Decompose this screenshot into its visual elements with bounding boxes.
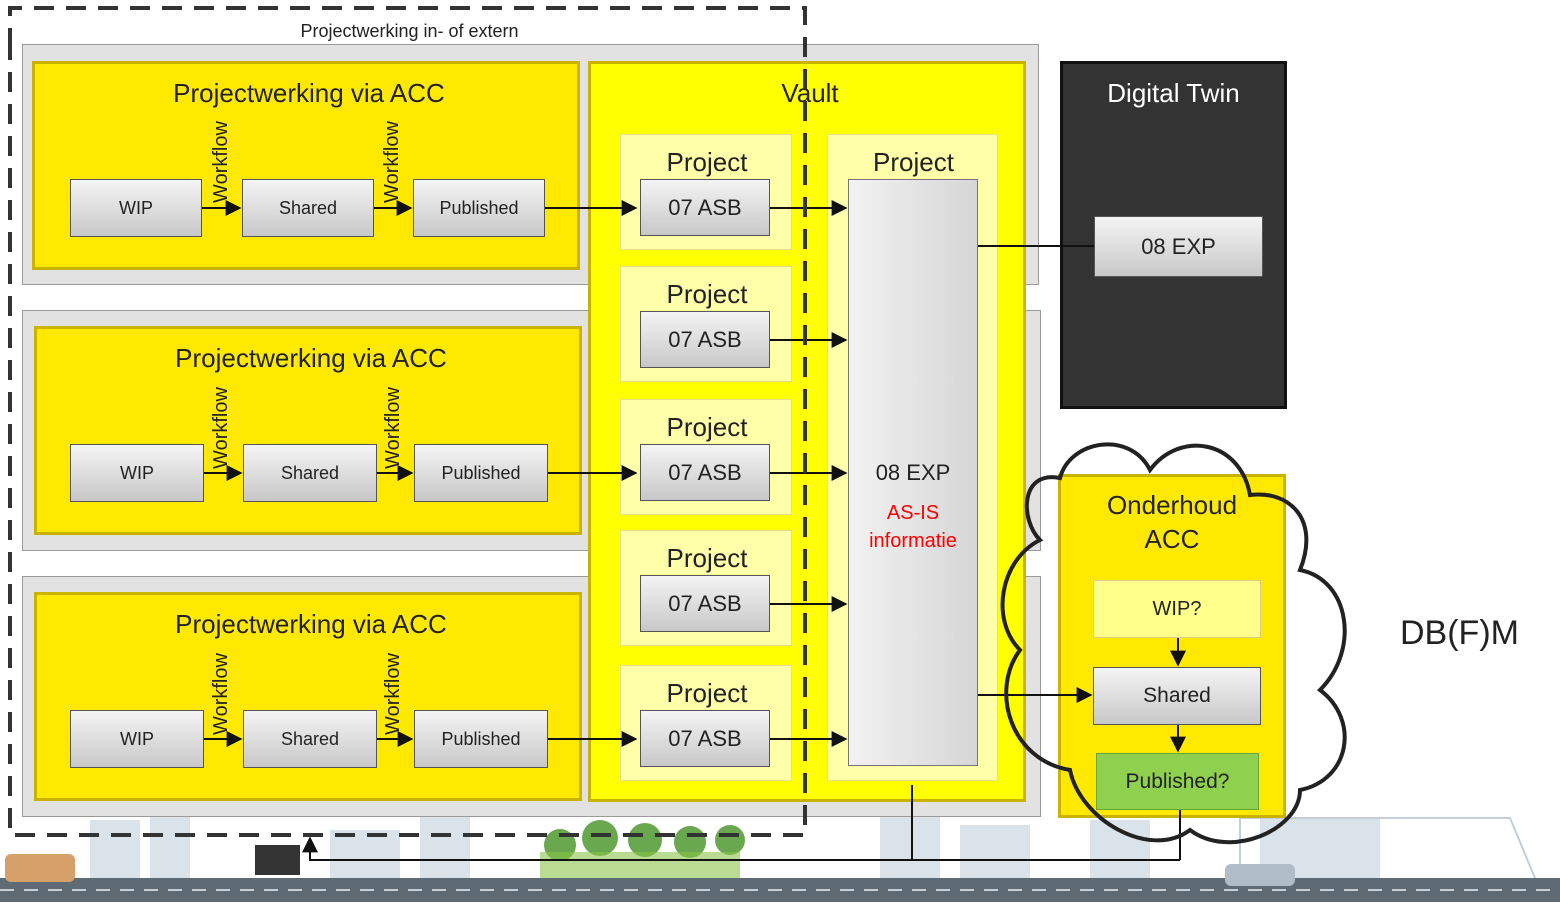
extern-label: Projectwerking in- of extern xyxy=(300,21,519,41)
dbfm-label: DB(F)M xyxy=(1400,614,1519,652)
asb-box: 07 ASB xyxy=(640,575,770,632)
onderhoud-wip-box: WIP? xyxy=(1093,580,1261,638)
published-box: Published xyxy=(414,444,548,502)
city-background xyxy=(0,810,1560,902)
wip-box: WIP xyxy=(70,444,204,502)
project-title: Project xyxy=(666,412,748,442)
vault-title: Vault xyxy=(781,78,839,108)
onderhoud-title-line1: Onderhoud xyxy=(1106,490,1238,520)
asb-box: 07 ASB xyxy=(640,179,770,236)
digital-twin-title: Digital Twin xyxy=(1107,78,1240,108)
wip-box: WIP xyxy=(70,179,202,237)
onderhoud-title-line2: ACC xyxy=(1144,524,1200,554)
asis-label-line2: informatie xyxy=(869,530,957,552)
exp-column xyxy=(848,179,978,766)
shared-box: Shared xyxy=(243,710,377,768)
project-title: Project xyxy=(666,279,748,309)
asb-box: 07 ASB xyxy=(640,311,770,368)
digital-twin-exp-box: 08 EXP xyxy=(1094,216,1263,277)
published-box: Published xyxy=(414,710,548,768)
acc-row-title: Projectwerking via ACC xyxy=(173,78,445,108)
exp-label: 08 EXP xyxy=(875,460,951,485)
onderhoud-published-box: Published? xyxy=(1096,753,1259,810)
shared-box: Shared xyxy=(242,179,374,237)
project-title: Project xyxy=(873,147,954,177)
acc-row-title: Projectwerking via ACC xyxy=(175,609,447,639)
onderhoud-shared-box: Shared xyxy=(1093,667,1261,725)
asb-box: 07 ASB xyxy=(640,710,770,767)
project-title: Project xyxy=(666,543,748,573)
project-title: Project xyxy=(666,147,748,177)
asis-label-line1: AS-IS xyxy=(886,502,940,524)
project-title: Project xyxy=(666,678,748,708)
shared-box: Shared xyxy=(243,444,377,502)
acc-row-title: Projectwerking via ACC xyxy=(175,343,447,373)
asb-box: 07 ASB xyxy=(640,444,770,501)
published-box: Published xyxy=(413,179,545,237)
wip-box: WIP xyxy=(70,710,204,768)
